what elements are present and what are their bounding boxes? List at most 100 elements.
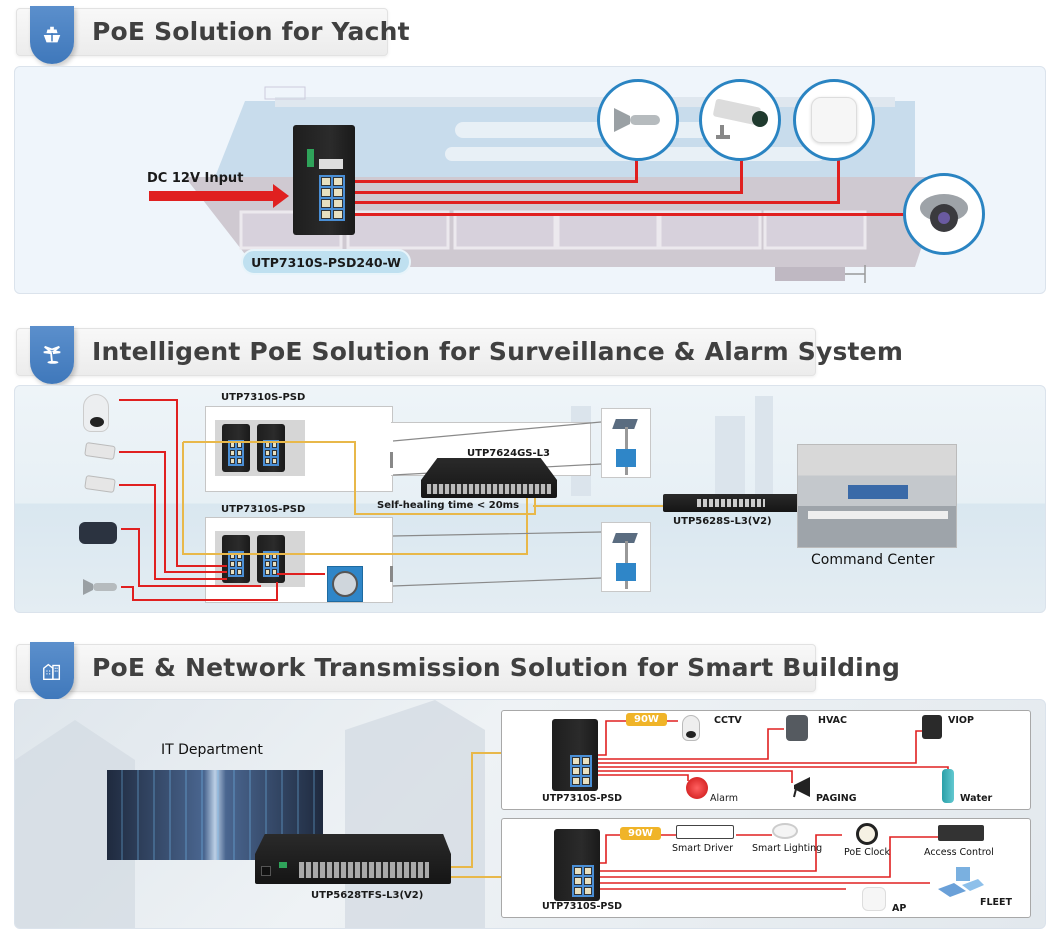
cable-bullet-v	[740, 135, 743, 194]
device-viop[interactable]	[922, 715, 942, 739]
device-wireless-ap[interactable]	[793, 79, 875, 161]
bullet-camera-2[interactable]	[84, 474, 119, 499]
horn-icon	[83, 579, 117, 595]
device-dome-camera[interactable]	[903, 173, 985, 255]
cable-ap	[355, 201, 839, 204]
sfp-ports	[319, 159, 343, 169]
device-label-alarm: Alarm	[710, 793, 738, 804]
device-ap[interactable]	[862, 887, 886, 911]
bullet-camera-icon	[84, 474, 116, 494]
switch-model-label: UTP7310S-PSD240-W	[251, 254, 401, 270]
smart-building-box-2: UTP7310S-PSD 90W Smart Driver Smart Ligh…	[501, 818, 1031, 918]
hvac-compressor-icon	[786, 715, 808, 741]
water-pump-icon	[942, 769, 954, 803]
device-label-hvac: HVAC	[818, 715, 847, 726]
device-label-smart-lighting: Smart Lighting	[752, 843, 823, 854]
core-switch-utp5628tfs-l3-v2[interactable]	[255, 834, 451, 884]
cabinet-top-switch-2[interactable]	[257, 424, 285, 472]
device-label-water: Water	[960, 793, 993, 804]
surveillance-diagram: UTP7310S-PSD UTP7310S-PSD	[14, 385, 1046, 613]
dome-camera-icon	[920, 194, 968, 232]
alarm-controller-icon	[332, 571, 358, 597]
section-header-yacht: PoE Solution for Yacht	[16, 6, 410, 64]
device-label-smart-driver: Smart Driver	[672, 843, 733, 854]
access-control-icon	[938, 825, 984, 841]
device-access-control[interactable]	[938, 825, 984, 841]
alarm-controller[interactable]	[327, 566, 363, 602]
palm-tree-icon	[30, 326, 74, 384]
dc-input-label: DC 12V Input	[147, 171, 244, 186]
cabinet-top-switch-1[interactable]	[222, 424, 250, 472]
camera-icon	[713, 98, 768, 139]
dc-input-arrow	[149, 191, 275, 201]
fleet-network-icon	[938, 867, 984, 897]
access-point-icon	[862, 887, 886, 911]
horn-speaker[interactable]	[81, 576, 121, 598]
surveillance-wiring	[119, 399, 663, 601]
device-label-fleet: FLEET	[980, 897, 1013, 908]
section-title: PoE Solution for Yacht	[92, 17, 410, 46]
device-hvac[interactable]	[786, 715, 808, 741]
cable-ap-v	[837, 135, 840, 204]
bullet-camera-icon	[84, 441, 116, 461]
box2-switch[interactable]	[554, 829, 600, 901]
smart-building-diagram: IT Department UTP5628TFS-L3(V2) UT	[14, 699, 1046, 929]
aggregation-switch-model: UTP5628S-L3(V2)	[673, 516, 772, 527]
power-inlet	[261, 866, 271, 876]
roadside-pole-bottom[interactable]	[601, 522, 651, 592]
header-bar	[16, 644, 816, 692]
bullet-camera-1[interactable]	[84, 441, 119, 466]
ir-camera-icon	[79, 522, 117, 544]
access-point-icon	[811, 97, 857, 143]
device-bullet-camera[interactable]	[699, 79, 781, 161]
box2-power-badge: 90W	[620, 827, 661, 840]
section-title: PoE & Network Transmission Solution for …	[92, 653, 901, 682]
ip-phone-icon	[922, 715, 942, 739]
cabinet-top-model: UTP7310S-PSD	[221, 392, 306, 403]
smart-building-box-1: UTP7310S-PSD 90W CCTV HVAC VIOP Alarm PA…	[501, 710, 1031, 810]
device-label-cctv: CCTV	[714, 715, 742, 726]
command-center-photo	[797, 444, 957, 548]
device-label-viop: VIOP	[948, 715, 974, 726]
device-horn[interactable]	[597, 79, 679, 161]
aggregation-switch-utp5628s-l3-v2[interactable]	[663, 494, 823, 512]
device-smart-lighting[interactable]	[772, 823, 798, 839]
device-paging[interactable]	[790, 775, 814, 803]
cable-bullet	[355, 191, 743, 194]
terminal-block	[307, 149, 314, 167]
speed-dome-camera-icon	[83, 394, 109, 432]
cabinet-bottom-switch-1[interactable]	[222, 535, 250, 583]
device-label-access-control: Access Control	[924, 847, 994, 858]
core-switch-ports	[427, 484, 551, 494]
box1-power-badge: 90W	[626, 713, 667, 726]
building-icon	[30, 642, 74, 700]
device-cctv[interactable]	[682, 715, 700, 741]
box1-switch[interactable]	[552, 719, 598, 791]
section-title: Intelligent PoE Solution for Surveillanc…	[92, 337, 904, 366]
ir-bullet-camera[interactable]	[79, 522, 121, 550]
device-water[interactable]	[942, 769, 954, 803]
terminal-block	[279, 862, 287, 868]
core-switch-model: UTP5628TFS-L3(V2)	[311, 890, 424, 901]
ptz-camera-icon	[682, 715, 700, 741]
cabinet-bottom-model: UTP7310S-PSD	[221, 504, 306, 515]
box1-switch-model: UTP7310S-PSD	[542, 793, 623, 804]
device-poe-clock[interactable]	[856, 823, 878, 845]
device-alarm[interactable]	[686, 777, 708, 799]
core-switch-model: UTP7624GS-L3	[467, 448, 550, 459]
clock-icon	[856, 823, 878, 845]
core-switch-utp7624gs-l3[interactable]	[421, 458, 557, 498]
box2-wiring	[600, 834, 938, 890]
roadside-pole-top[interactable]	[601, 408, 651, 478]
switch-utp7310s-psd240-w[interactable]	[293, 125, 355, 235]
device-smart-driver[interactable]	[676, 825, 734, 839]
box2-switch-model: UTP7310S-PSD	[542, 901, 623, 912]
command-center-label: Command Center	[811, 552, 935, 568]
paging-horn-icon	[793, 777, 810, 798]
device-fleet[interactable]	[936, 863, 986, 903]
switch-model-pill: UTP7310S-PSD240-W	[241, 249, 411, 275]
yacht-diagram: DC 12V Input UTP7310S-PSD240-W	[14, 66, 1046, 294]
speed-dome-camera[interactable]	[83, 394, 117, 438]
fiber-uplink-1	[451, 866, 473, 868]
core-switch-ports	[299, 862, 429, 878]
